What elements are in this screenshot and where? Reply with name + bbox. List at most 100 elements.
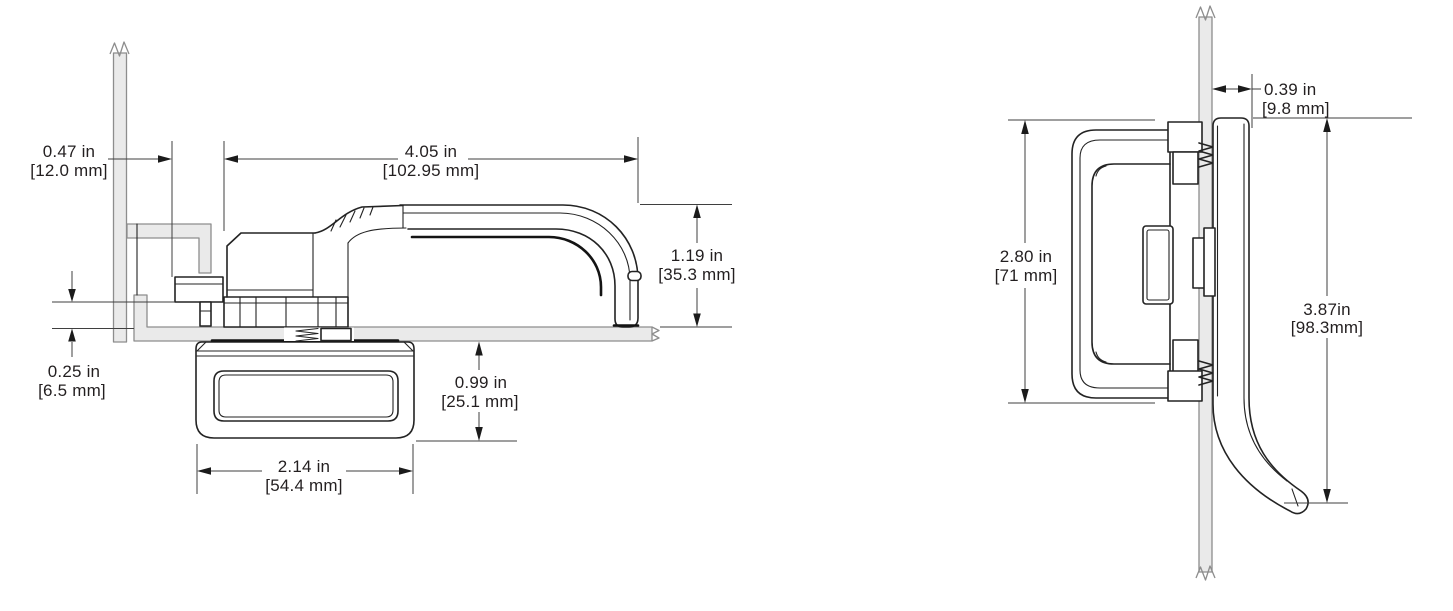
dim-overall-arrow-down xyxy=(1323,489,1331,503)
pawl-cup xyxy=(195,339,415,439)
frame-panel-break xyxy=(109,41,130,57)
dim-grip-arrow-down xyxy=(68,289,76,302)
cup-housing xyxy=(1071,129,1174,399)
cup-inner-rect xyxy=(213,370,399,422)
body-outline xyxy=(226,232,316,298)
plate-mid-line xyxy=(1243,123,1288,482)
neck-hatch-ticks xyxy=(330,206,374,232)
dim-overall-in: 3.87in xyxy=(1303,300,1351,319)
dim-grip-lines xyxy=(52,271,175,357)
dim-width-arrow-right xyxy=(399,467,413,475)
door-panel-break xyxy=(651,326,660,342)
handle-release-nub xyxy=(627,270,642,282)
keeper-bracket xyxy=(126,223,212,296)
cam-slider xyxy=(1203,227,1216,297)
dim-body-arrow-down xyxy=(1021,389,1029,403)
dim-offset-mm: [12.0 mm] xyxy=(30,161,107,180)
dim-panel-in: 0.39 in xyxy=(1264,80,1316,99)
handle xyxy=(399,204,642,328)
spring-nut xyxy=(320,327,352,342)
frame-panel xyxy=(109,41,130,343)
cup-outline xyxy=(195,341,415,439)
dim-panel: 0.39 in [9.8 mm] xyxy=(1212,74,1330,128)
door-panel xyxy=(133,294,660,342)
back-plate-handle xyxy=(1192,117,1309,515)
dim-body-lines xyxy=(1008,119,1155,404)
dim-height: 1.19 in [35.3 mm] xyxy=(640,204,735,328)
dim-length: 4.05 in [102.95 mm] xyxy=(224,137,639,203)
cup-inner-rect-2 xyxy=(218,374,394,418)
body-inner-lines xyxy=(226,232,349,298)
pawl-post xyxy=(199,301,212,327)
dim-overall-arrow-up xyxy=(1323,118,1331,132)
cup-band-lines xyxy=(195,341,415,357)
dim-length-mm: [102.95 mm] xyxy=(383,161,480,180)
dim-height-in: 1.19 in xyxy=(671,246,723,265)
spring-assembly xyxy=(284,327,354,342)
dim-grip-arrow-up xyxy=(68,328,76,342)
dim-offset-in: 0.47 in xyxy=(43,142,95,161)
dim-body-arrow-up xyxy=(1021,120,1029,134)
latch-base xyxy=(223,296,349,328)
dim-grip: 0.25 in [6.5 mm] xyxy=(38,271,175,400)
mount-panel-break-top xyxy=(1195,5,1216,21)
dim-depth-lines xyxy=(416,355,517,442)
neck-inner-curve xyxy=(347,227,407,244)
handle-outline xyxy=(399,204,639,328)
boss-bottom-inner xyxy=(1172,339,1199,373)
mount-hardware xyxy=(1167,121,1214,402)
dim-width: 2.14 in [54.4 mm] xyxy=(196,444,414,495)
dim-offset-arrow-right xyxy=(158,155,172,163)
dim-overall-mm: [98.3mm] xyxy=(1291,318,1363,337)
frame-panel-body xyxy=(112,52,128,343)
dim-length-arrow-left xyxy=(224,155,238,163)
dim-depth-arrow-up xyxy=(475,341,483,356)
side-view: 0.47 in [12.0 mm] 4.05 in [102.95 mm] 1.… xyxy=(30,41,735,495)
profile-view: 0.39 in [9.8 mm] 2.80 in [71 mm] 3.87in … xyxy=(995,5,1412,581)
base-facets xyxy=(223,296,349,328)
dim-height-arrow-down xyxy=(693,313,701,327)
dim-panel-arrow-right xyxy=(1238,85,1252,93)
boss-top-inner xyxy=(1172,151,1199,185)
boss-top-outer xyxy=(1167,121,1203,153)
dim-overall: 3.87in [98.3mm] xyxy=(1253,117,1412,504)
dim-body: 2.80 in [71 mm] xyxy=(995,119,1155,404)
dim-height-lines xyxy=(640,204,732,328)
dim-depth-mm: [25.1 mm] xyxy=(441,392,518,411)
keeper-bracket-body xyxy=(126,223,212,274)
dim-body-mm: [71 mm] xyxy=(995,266,1058,285)
dim-length-arrow-right xyxy=(624,155,638,163)
mount-panel-break-bottom xyxy=(1195,565,1216,581)
handle-underside xyxy=(410,235,603,297)
boss-bottom-outer xyxy=(1167,370,1203,402)
dim-depth-in: 0.99 in xyxy=(455,373,507,392)
latch-body xyxy=(226,204,407,298)
dim-offset: 0.47 in [12.0 mm] xyxy=(30,141,225,277)
dim-width-lines xyxy=(196,444,414,494)
dim-depth: 0.99 in [25.1 mm] xyxy=(416,341,518,442)
latch-pawl xyxy=(174,276,224,327)
pawl-block xyxy=(174,276,224,303)
neck-outer-curve xyxy=(314,204,404,234)
dim-grip-mm: [6.5 mm] xyxy=(38,381,106,400)
dim-length-lines xyxy=(238,137,639,203)
cup-outer xyxy=(1071,129,1171,399)
shaft-housing xyxy=(1142,225,1174,305)
dim-depth-arrow-down xyxy=(475,427,483,441)
dim-panel-lines xyxy=(1226,74,1261,128)
dim-panel-mm: [9.8 mm] xyxy=(1262,99,1330,118)
cup-corner-accents xyxy=(1095,165,1107,363)
dim-height-mm: [35.3 mm] xyxy=(658,265,735,284)
dim-offset-lines xyxy=(108,141,225,277)
dim-width-mm: [54.4 mm] xyxy=(265,476,342,495)
shaft-housing-inner xyxy=(1146,229,1170,301)
dim-panel-arrow-left xyxy=(1212,85,1226,93)
plate-handle-outline xyxy=(1212,117,1309,515)
dim-length-in: 4.05 in xyxy=(405,142,457,161)
dim-width-arrow-left xyxy=(197,467,211,475)
dim-grip-in: 0.25 in xyxy=(48,362,100,381)
spring-coil xyxy=(295,327,319,342)
dim-height-arrow-up xyxy=(693,204,701,218)
